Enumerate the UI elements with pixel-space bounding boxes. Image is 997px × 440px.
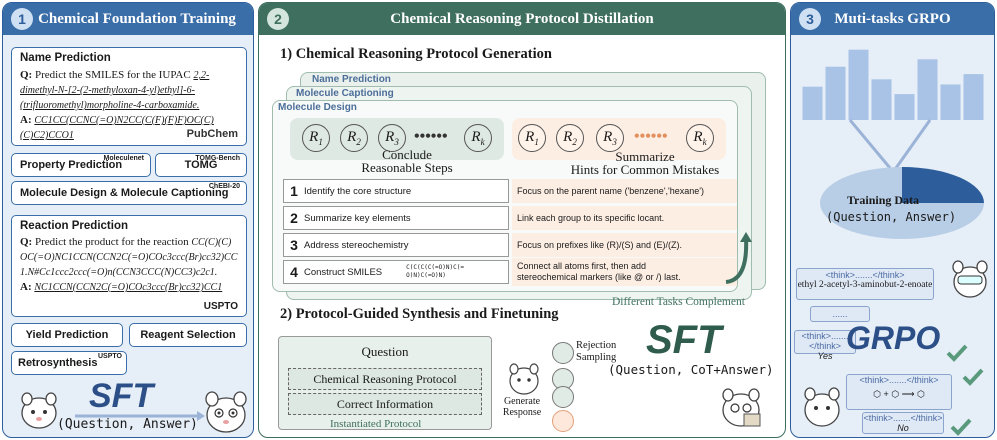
uspto-label: USPTO (203, 301, 238, 312)
r-ball: R2 (556, 124, 584, 152)
panel-header: 2 Chemical Reasoning Protocol Distillati… (259, 3, 785, 35)
complement-label: Different Tasks Complement (612, 296, 745, 308)
check-icon (950, 418, 972, 436)
answer-text: A: NC1CCN(CCN2C(=O)COc3ccc(Br)cc32)CC1 (20, 281, 223, 293)
ellipsis: •••••• (634, 128, 668, 145)
question-text: Q: Predict the SMILES for the IUPAC 2,2-… (20, 69, 210, 111)
panel-title: Chemical Reasoning Protocol Distillation (390, 10, 654, 27)
funnel-arrows-icon (848, 119, 932, 169)
layer-label: Molecule Design (278, 102, 357, 113)
r-ball: R1 (518, 124, 546, 152)
distribution-bar (894, 94, 915, 120)
check-icon (946, 344, 968, 362)
alpaca-mascot-student (21, 392, 57, 429)
response-circle (552, 386, 574, 408)
grpo-label: GRPO (846, 320, 941, 356)
distribution-bar (963, 74, 984, 120)
pubchem-logo: PubChem (186, 128, 238, 140)
panel-header: 3 Muti-tasks GRPO (791, 3, 994, 35)
panel-foundation-training: 1 Chemical Foundation Training Name Pred… (2, 2, 254, 438)
r-ball: R3 (596, 124, 624, 152)
arrow-icon (75, 411, 205, 421)
section-title-synthesis: 2) Protocol-Guided Synthesis and Finetun… (280, 306, 559, 322)
retrosynthesis-card: Retrosynthesis USPTO (11, 351, 127, 375)
smiles-snippet: C(C(C(C(=O)N)C(=O)N)C(=O)N) (406, 264, 464, 279)
instantiated-label: Instantiated Protocol (330, 418, 422, 430)
complement-arrow-icon (725, 232, 752, 284)
dataset-tag: USPTO (98, 353, 122, 360)
think-response: <think>.......</think>Yes (794, 330, 856, 361)
r-ball: R1 (302, 124, 330, 152)
reagent-selection-card: Reagent Selection (129, 323, 247, 347)
response-circle (552, 342, 574, 364)
r-ball: R2 (340, 124, 368, 152)
r-ball: Rk (686, 124, 714, 152)
property-prediction-card: Property Prediction Moleculenet (11, 153, 151, 177)
alpaca-mascot-scholar (205, 391, 247, 433)
sft-label: SFT (646, 318, 722, 362)
step-number-badge: 2 (267, 8, 289, 30)
alpaca-mascot-reader (722, 388, 761, 427)
hint-item: Link each group to its specific locant. (512, 206, 737, 230)
r-ball: Rk (464, 124, 492, 152)
crp-box: Chemical Reasoning Protocol (288, 368, 482, 390)
task-distribution-bars (802, 49, 984, 120)
panel-title: Muti-tasks GRPO (834, 10, 951, 27)
hint-item: Focus on prefixes like (R)/(S) and (E)/(… (512, 233, 737, 257)
dataset-tag: ChEBI-20 (208, 183, 240, 190)
training-data-caption: (Question, Answer) (826, 210, 957, 224)
dataset-tag: TOMG-Bench (195, 155, 240, 162)
card-title: Name Prediction (20, 52, 111, 64)
layer-label: Molecule Captioning (296, 88, 394, 99)
think-response: <think>.......</think> ⬡ + ⬡ ⟶ ⬡ (846, 374, 952, 410)
training-data-label: Training Data (846, 193, 920, 207)
check-icon (962, 368, 984, 386)
panel-title: Chemical Foundation Training (38, 10, 236, 27)
think-response: <think>.......</think>No (862, 412, 944, 434)
layer-label: Name Prediction (312, 74, 391, 85)
alpaca-mascot-generator (509, 363, 539, 395)
response-circle-rejected (552, 410, 574, 432)
distribution-bar (917, 59, 938, 120)
question-label: Question (361, 344, 409, 359)
answer-text: A: CC1CC(CCNC(=O)N2CC(C(F)(F)F)OC(C)(C)C… (20, 114, 214, 141)
alpaca-mascot-scientist (952, 260, 988, 298)
sft-caption: (Question, Answer) (57, 417, 198, 432)
ellipsis: •••••• (414, 128, 448, 145)
dataset-tag: Moleculenet (103, 155, 144, 162)
yield-prediction-card: Yield Prediction (11, 323, 123, 347)
training-data-pie (820, 167, 984, 239)
r-ball: R3 (378, 124, 406, 152)
distribution-bar (871, 79, 892, 120)
reaction-prediction-card: Reaction Prediction Q: Predict the produ… (11, 215, 247, 317)
distribution-bar (802, 86, 823, 120)
correct-info-box: Correct Information (288, 393, 482, 415)
molecule-design-card: Molecule Design & Molecule Captioning Ch… (11, 181, 247, 205)
distribution-bar (825, 66, 846, 120)
sft-caption: (Question, CoT+Answer) (608, 362, 774, 377)
hint-item: Focus on the parent name ('benzene','hex… (512, 179, 737, 203)
section-title-generation: 1) Chemical Reasoning Protocol Generatio… (280, 46, 552, 62)
panel-header: 1 Chemical Foundation Training (3, 3, 253, 35)
think-response: <think>.......</think> ethyl 2-acetyl-3-… (796, 268, 934, 300)
sft-label: SFT (89, 377, 154, 415)
tomg-card: TOMG TOMG-Bench (155, 153, 247, 177)
alpaca-mascot-thinker (804, 387, 840, 427)
think-response: ...... (810, 306, 870, 322)
question-text: Q: Predict the product for the reaction … (20, 236, 238, 278)
name-prediction-card: Name Prediction Q: Predict the SMILES fo… (11, 47, 247, 146)
distribution-bar (848, 49, 869, 120)
step-number-badge: 3 (799, 8, 821, 30)
distribution-bar (940, 84, 961, 120)
step-number-badge: 1 (11, 8, 33, 30)
